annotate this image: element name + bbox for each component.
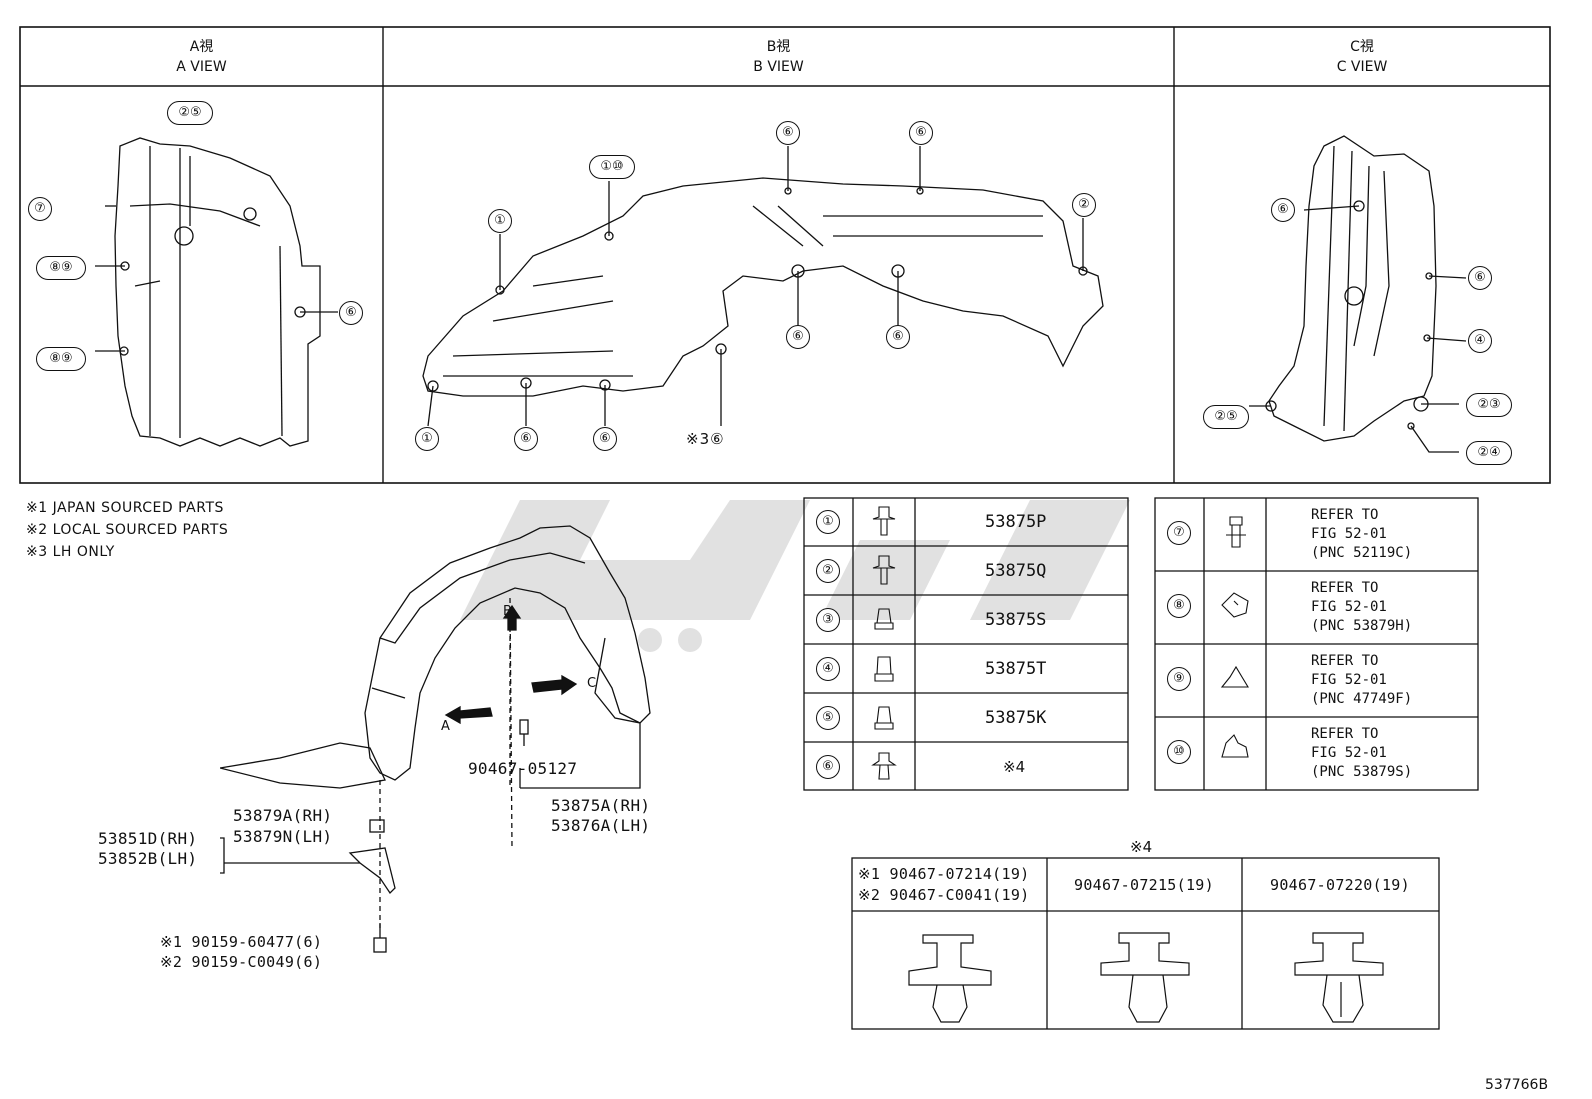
refer-7-line2: FIG 52-01 [1311,526,1387,542]
fastener-num-3: ③ [816,608,840,632]
notes: ※1 JAPAN SOURCED PARTS ※2 LOCAL SOURCED … [26,497,228,563]
arrow-label-b: B [503,604,512,619]
note4-col3: 90467-07220(19) [1270,876,1410,894]
arrow-label-c: C [587,676,597,691]
note4-col1-local: ※2 90467-C0041(19) [858,886,1030,904]
fastener-part-2: 53875Q [985,561,1047,581]
b-callout-6-mid-left: ⑥ [786,325,810,349]
b-view-jp: B視 [766,39,791,55]
a-callout-8-9-lower: ⑧⑨ [36,347,86,371]
refer-text-9: REFER TO FIG 52-01 (PNC 47749F) [1311,652,1412,709]
refer-8-line1: REFER TO [1311,580,1379,596]
c-callout-2-5: ②⑤ [1203,405,1249,429]
views-frame [19,26,1551,484]
fastener-num-4: ④ [816,657,840,681]
fastener-num-2: ② [816,559,840,583]
note-local-sourced: ※2 LOCAL SOURCED PARTS [26,522,229,538]
a-callout-7: ⑦ [28,197,52,221]
part-liner-lh: 53876A(LH) [551,816,651,835]
refer-10-line3: (PNC 53879S) [1311,764,1413,780]
assembly-drawing [220,525,651,953]
b-view-header: B視 B VIEW [383,37,1174,77]
part-liner-rh: 53875A(RH) [551,796,651,815]
c-callout-2-3: ②③ [1466,393,1512,417]
c-view-header: C視 C VIEW [1174,37,1550,77]
refer-8-line3: (PNC 53879H) [1311,618,1413,634]
c-callout-6-right: ⑥ [1468,266,1492,290]
a-callout-6: ⑥ [339,301,363,325]
fastener-part-6: ※4 [1003,758,1026,776]
c-callout-6-upper: ⑥ [1271,198,1295,222]
part-bracket-rh: 53851D(RH) [98,829,198,848]
note4-table-frame [851,857,1440,1030]
fastener-num-6: ⑥ [816,755,840,779]
fastener-part-5: 53875K [985,708,1047,728]
part-nut-lh: 53879N(LH) [233,827,333,846]
refer-9-line1: REFER TO [1311,653,1379,669]
b-callout-6-bottom-1: ⑥ [514,427,538,451]
fastener-num-1: ① [816,510,840,534]
a-callout-8-9-upper: ⑧⑨ [36,256,86,280]
note4-title: ※4 [1130,838,1153,856]
arrow-label-a: A [441,719,450,734]
refer-text-10: REFER TO FIG 52-01 (PNC 53879S) [1311,725,1412,782]
c-view-drawing [1249,135,1467,453]
refer-7-line3: (PNC 52119C) [1311,545,1413,561]
part-bracket-lh: 53852B(LH) [98,849,198,868]
c-view-en: C VIEW [1336,59,1388,75]
refer-num-9: ⑨ [1167,667,1191,691]
part-bolt-local: ※2 90159-C0049(6) [160,953,323,971]
refer-7-line1: REFER TO [1311,507,1379,523]
fastener-num-5: ⑤ [816,706,840,730]
c-view-jp: C視 [1350,39,1374,55]
a-view-header: A視 A VIEW [20,37,383,77]
fastener-part-1: 53875P [985,512,1047,532]
b-callout-2: ② [1072,193,1096,217]
part-clip-90467: 90467-05127 [468,759,578,778]
refer-num-8: ⑧ [1167,594,1191,618]
c-callout-2-4: ②④ [1466,441,1512,465]
b-callout-6-mid-right: ⑥ [886,325,910,349]
b-callout-1-10: ①⑩ [589,155,635,179]
refer-9-line3: (PNC 47749F) [1311,691,1413,707]
b-view-drawing [422,146,1104,427]
fastener-part-3: 53875S [985,610,1047,630]
note4-col1-japan: ※1 90467-07214(19) [858,865,1030,883]
a-view-drawing [95,137,338,447]
refer-table-frame [1154,497,1479,791]
refer-9-line2: FIG 52-01 [1311,672,1387,688]
fastener-table-frame [803,497,1129,791]
c-callout-4: ④ [1468,329,1492,353]
refer-10-line1: REFER TO [1311,726,1379,742]
b-callout-6-top-left: ⑥ [776,121,800,145]
refer-num-7: ⑦ [1167,521,1191,545]
b-callout-6-top-right: ⑥ [909,121,933,145]
b-view-en: B VIEW [753,59,804,75]
b-callout-6-bottom-2: ⑥ [593,427,617,451]
watermark-logo [460,500,1130,652]
refer-text-8: REFER TO FIG 52-01 (PNC 53879H) [1311,579,1412,636]
figure-id: 537766B [1485,1077,1549,1093]
note4-col2: 90467-07215(19) [1074,876,1214,894]
b-callout-1-bottom: ① [415,427,439,451]
b-callout-note3-6: ※3⑥ [686,430,725,448]
note-lh-only: ※3 LH ONLY [26,544,115,560]
refer-num-10: ⑩ [1167,740,1191,764]
part-nut-rh: 53879A(RH) [233,806,333,825]
note-japan-sourced: ※1 JAPAN SOURCED PARTS [26,500,224,516]
b-callout-1-left: ① [488,209,512,233]
part-bolt-japan: ※1 90159-60477(6) [160,933,323,951]
refer-text-7: REFER TO FIG 52-01 (PNC 52119C) [1311,506,1412,563]
refer-8-line2: FIG 52-01 [1311,599,1387,615]
a-view-en: A VIEW [176,59,227,75]
fastener-part-4: 53875T [985,659,1047,679]
a-callout-2-5: ②⑤ [167,101,213,125]
a-view-jp: A視 [189,39,214,55]
refer-10-line2: FIG 52-01 [1311,745,1387,761]
